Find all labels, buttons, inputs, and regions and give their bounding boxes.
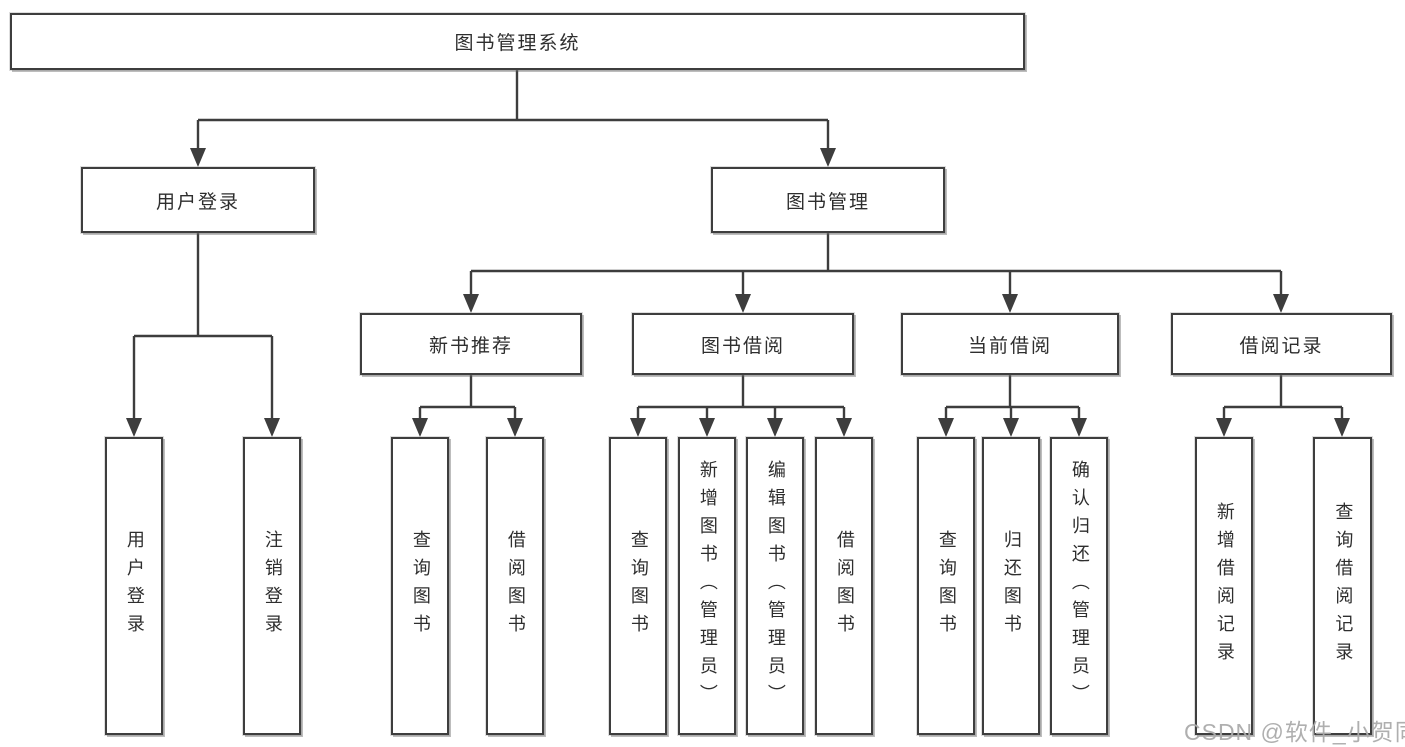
node-label: 借阅图书: [834, 530, 855, 642]
node-recommend-query-book: 查询图书: [391, 437, 449, 735]
node-label: 注销登录: [262, 530, 283, 642]
node-user-login-leaf: 用户登录: [105, 437, 163, 735]
node-label: 编辑图书（管理员）: [765, 460, 786, 712]
node-label: 新书推荐: [428, 335, 513, 357]
node-book-management-branch: 图书管理: [711, 167, 945, 233]
node-label: 借阅记录: [1239, 335, 1324, 357]
node-label: 归还图书: [1001, 530, 1022, 642]
node-records-add-borrow-record: 新增借阅记录: [1195, 437, 1253, 735]
node-label: 用户登录: [124, 530, 145, 642]
node-label: 图书管理系统: [454, 33, 581, 54]
node-current-confirm-return-admin: 确认归还（管理员）: [1050, 437, 1108, 735]
node-label: 新增图书（管理员）: [697, 460, 718, 712]
node-borrowing-query-book: 查询图书: [609, 437, 667, 735]
node-records-query-borrow-record: 查询借阅记录: [1313, 437, 1372, 735]
node-label: 新增借阅记录: [1214, 502, 1235, 670]
node-label: 图书借阅: [700, 335, 785, 357]
node-new-book-recommendation: 新书推荐: [360, 313, 582, 375]
node-label: 查询借阅记录: [1333, 502, 1354, 670]
node-current-query-book: 查询图书: [917, 437, 975, 735]
node-library-management-system: 图书管理系统: [10, 13, 1025, 70]
node-book-borrowing: 图书借阅: [632, 313, 854, 375]
node-label: 查询图书: [410, 530, 431, 642]
node-borrowing-edit-book-admin: 编辑图书（管理员）: [746, 437, 804, 735]
node-borrowing-borrow-book: 借阅图书: [815, 437, 873, 735]
node-current-borrowing: 当前借阅: [901, 313, 1119, 375]
node-label: 图书管理: [785, 191, 870, 213]
node-label: 用户登录: [155, 191, 240, 213]
node-borrowing-add-book-admin: 新增图书（管理员）: [678, 437, 736, 735]
node-borrowing-records: 借阅记录: [1171, 313, 1392, 375]
node-label: 借阅图书: [505, 530, 526, 642]
node-recommend-borrow-book: 借阅图书: [486, 437, 544, 735]
node-user-login-branch: 用户登录: [81, 167, 315, 233]
node-logout-leaf: 注销登录: [243, 437, 301, 735]
node-label: 查询图书: [628, 530, 649, 642]
node-label: 当前借阅: [967, 335, 1052, 357]
node-label: 确认归还（管理员）: [1069, 460, 1090, 712]
csdn-watermark: CSDN @软件_小贺同学: [1184, 719, 1405, 745]
node-current-return-book: 归还图书: [982, 437, 1040, 735]
node-label: 查询图书: [936, 530, 957, 642]
